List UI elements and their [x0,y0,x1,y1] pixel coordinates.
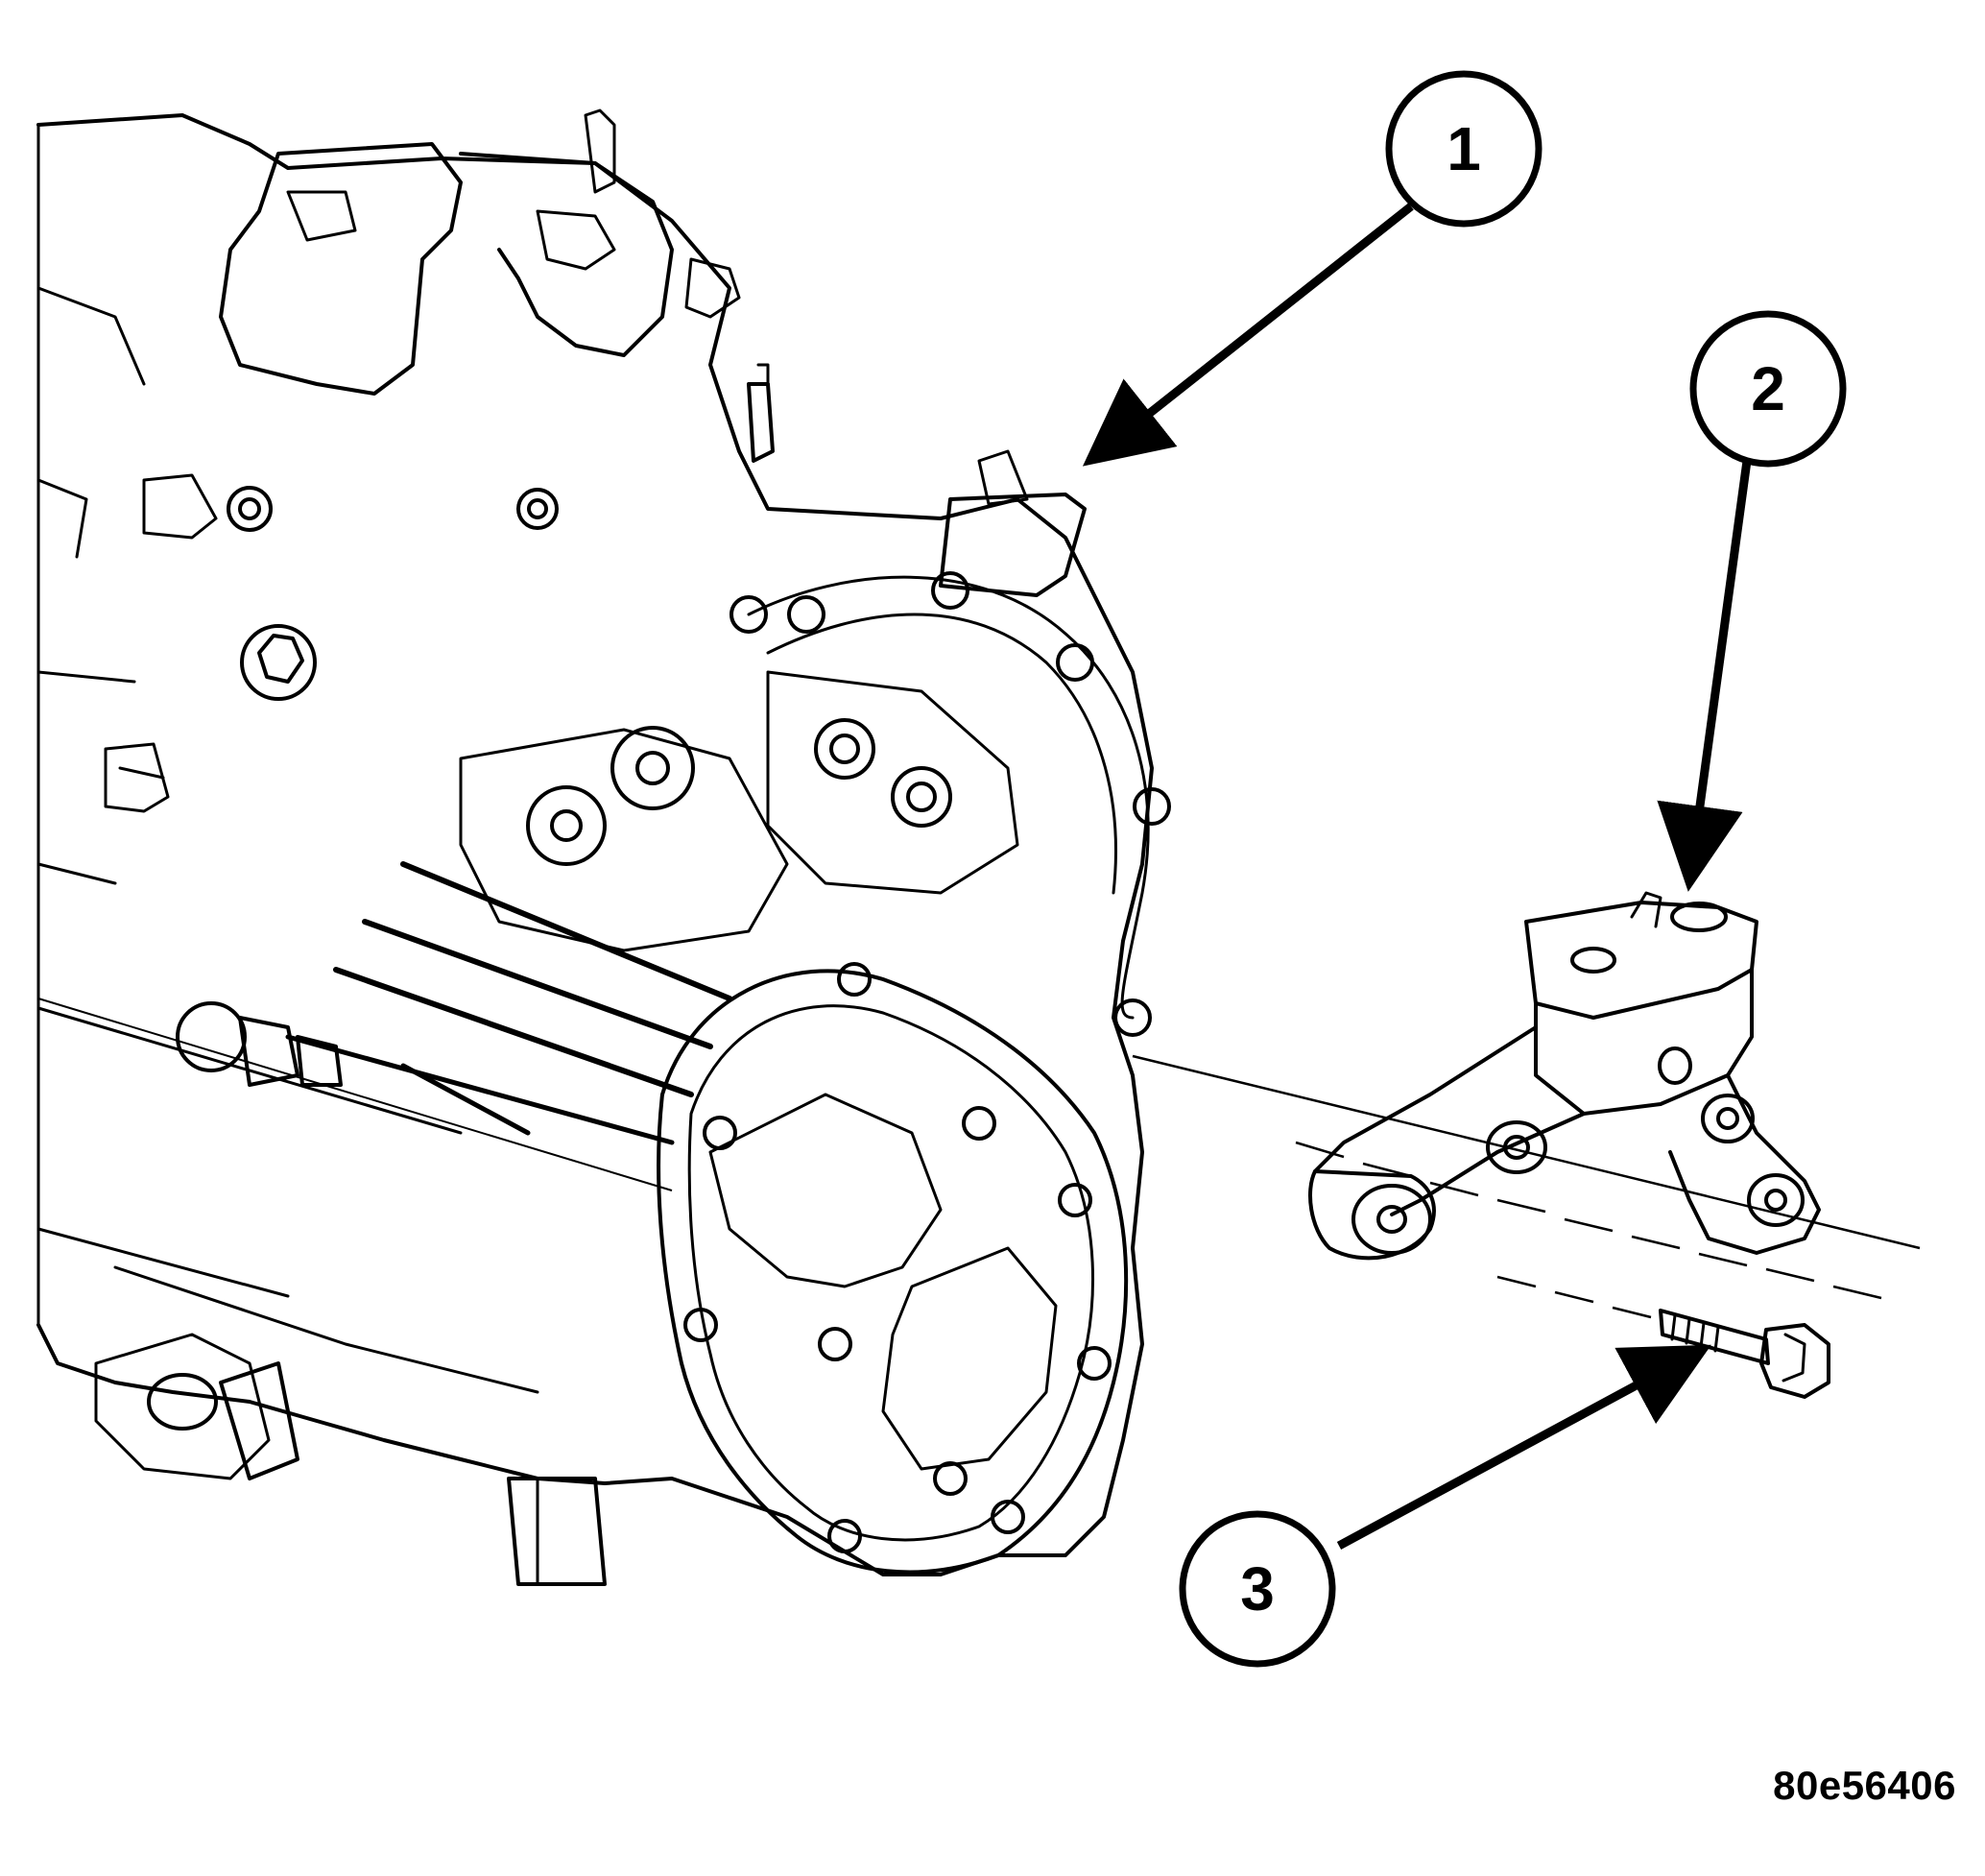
callout-circle-icon [1385,70,1543,228]
callout-2-label: 2 [1751,354,1785,423]
callout-3-label: 3 [1240,1554,1275,1623]
leader-arrow-2 [1657,460,1752,892]
callout-circle-icon [1179,1510,1336,1668]
mount-pad [939,493,1087,597]
leader-arrows [1082,203,1752,1550]
callout-2: 2 [1689,310,1847,468]
callout-1-label: 1 [1447,114,1481,183]
extension-bolts [683,962,1112,1553]
drain-plug [240,624,317,701]
transmission-mount-bracket [1308,891,1821,1261]
alignment-centerlines [37,998,1921,1319]
callout-1: 1 [1385,70,1543,228]
mount-bolt [1659,1309,1830,1399]
leader-arrow-3 [1336,1344,1711,1550]
figure-code: 80e56406 [1773,1763,1956,1808]
transmission-assembly-drawing [36,108,1171,1586]
leader-arrow-1 [1082,203,1414,467]
callout-3: 3 [1179,1510,1336,1668]
callout-circle-icon [1689,310,1847,468]
